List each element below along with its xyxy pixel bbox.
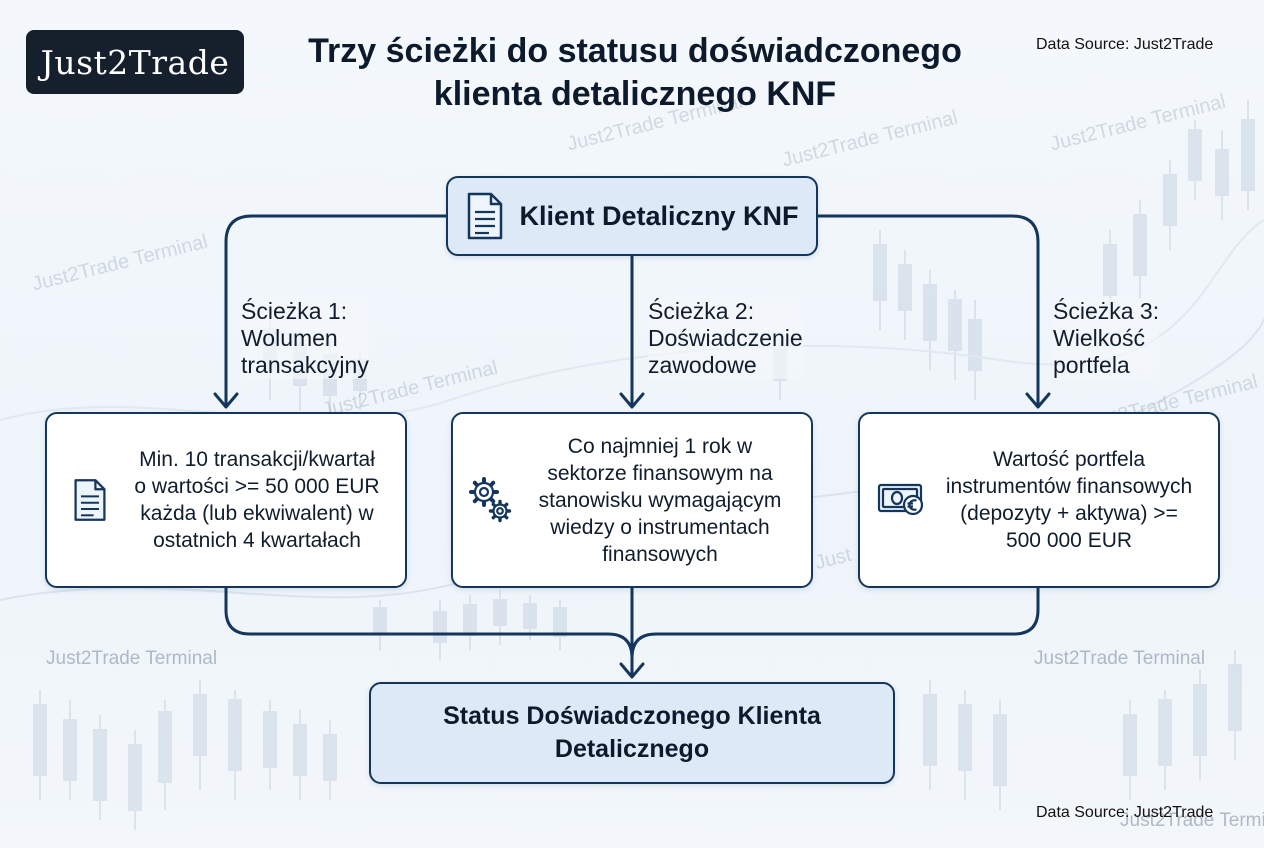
requirement-line: finansowych	[602, 542, 718, 566]
title-line-1: Trzy ścieżki do statusu doświadczonego	[308, 32, 962, 70]
merge-connector-right	[630, 585, 1040, 660]
document-icon	[74, 479, 106, 521]
root-label: Klient Detaliczny KNF	[519, 200, 799, 231]
requirement-line: instrumentów finansowych	[945, 475, 1193, 498]
arrowhead-1	[213, 392, 239, 409]
requirement-line: ostatnich 4 kwartałach	[153, 529, 361, 552]
path-label-3: Ścieżka 3: Wielkość portfela	[1053, 298, 1160, 379]
requirement-text-3: Wartość portfela instrumentów finansowyc…	[930, 446, 1218, 554]
arrowhead-2	[619, 392, 645, 409]
merge-connector-left	[224, 585, 634, 660]
banknote-euro-icon	[877, 483, 924, 516]
result-node: Status Doświadczonego Klienta Detaliczne…	[369, 682, 895, 784]
path-label-line: zawodowe	[648, 352, 757, 378]
requirement-box-1: Min. 10 transakcji/kwartał o wartości >=…	[45, 412, 407, 588]
watermark: Just2Trade Terminal	[1120, 810, 1264, 831]
logo-text: Just2Trade	[40, 42, 230, 82]
path-label-line: Ścieżka 1:	[241, 298, 348, 324]
gears-icon	[469, 477, 512, 523]
path-label-line: Ścieżka 3:	[1053, 298, 1160, 324]
path-label-2: Ścieżka 2: Doświadczenie zawodowe	[648, 298, 803, 379]
requirement-line: wiedzy o instrumentach	[550, 515, 770, 539]
requirement-line: Wartość portfela	[992, 448, 1146, 471]
path-label-line: Wielkość	[1053, 325, 1146, 351]
arrowhead-3	[1025, 392, 1051, 409]
document-icon	[468, 192, 503, 240]
connector-path-3	[816, 214, 1040, 408]
path-label-line: portfela	[1053, 352, 1130, 378]
result-label-line-2: Detalicznego	[554, 735, 710, 763]
watermark: Just2Trade Terminal	[1034, 648, 1206, 669]
requirement-line: o wartości >= 50 000 EUR	[134, 475, 380, 498]
requirement-text-2: Co najmniej 1 rok w sektorze finansowym …	[519, 433, 811, 568]
connector-path-1	[224, 214, 448, 408]
requirement-line: każda (lub ekwiwalent) w	[140, 502, 374, 525]
title-line-2: klienta detalicznego KNF	[433, 75, 837, 113]
path-label-1: Ścieżka 1: Wolumen transakcyjny	[241, 298, 369, 379]
data-source-top: Data Source: Just2Trade	[1036, 36, 1214, 53]
path-label-line: Doświadczenie	[648, 325, 803, 351]
requirement-box-2: Co najmniej 1 rok w sektorze finansowym …	[451, 412, 813, 588]
page-title: Trzy ścieżki do statusu doświadczonego k…	[250, 30, 1020, 116]
requirement-line: Min. 10 transakcji/kwartał	[139, 448, 375, 471]
requirement-line: (depozyty + aktywa) >=	[960, 502, 1178, 525]
result-label-line-1: Status Doświadczonego Klienta	[443, 702, 821, 730]
requirement-line: Co najmniej 1 rok w	[567, 434, 753, 458]
requirement-line: stanowisku wymagającym	[538, 488, 782, 512]
path-label-line: transakcyjny	[241, 352, 369, 378]
watermark: Just2Trade Terminal	[46, 648, 218, 669]
requirement-line: 500 000 EUR	[1005, 529, 1133, 552]
path-label-line: Ścieżka 2:	[648, 298, 755, 324]
root-node: Klient Detaliczny KNF	[446, 176, 818, 256]
requirement-text-1: Min. 10 transakcji/kwartał o wartości >=…	[119, 446, 405, 554]
requirement-line: sektorze finansowym na	[547, 461, 773, 485]
path-label-line: Wolumen	[241, 325, 338, 351]
arrowhead-result	[619, 662, 645, 679]
requirement-box-3: Wartość portfela instrumentów finansowyc…	[858, 412, 1220, 588]
logo: Just2Trade	[26, 30, 244, 94]
data-source-bottom: Data Source: Just2Trade	[1036, 804, 1214, 821]
